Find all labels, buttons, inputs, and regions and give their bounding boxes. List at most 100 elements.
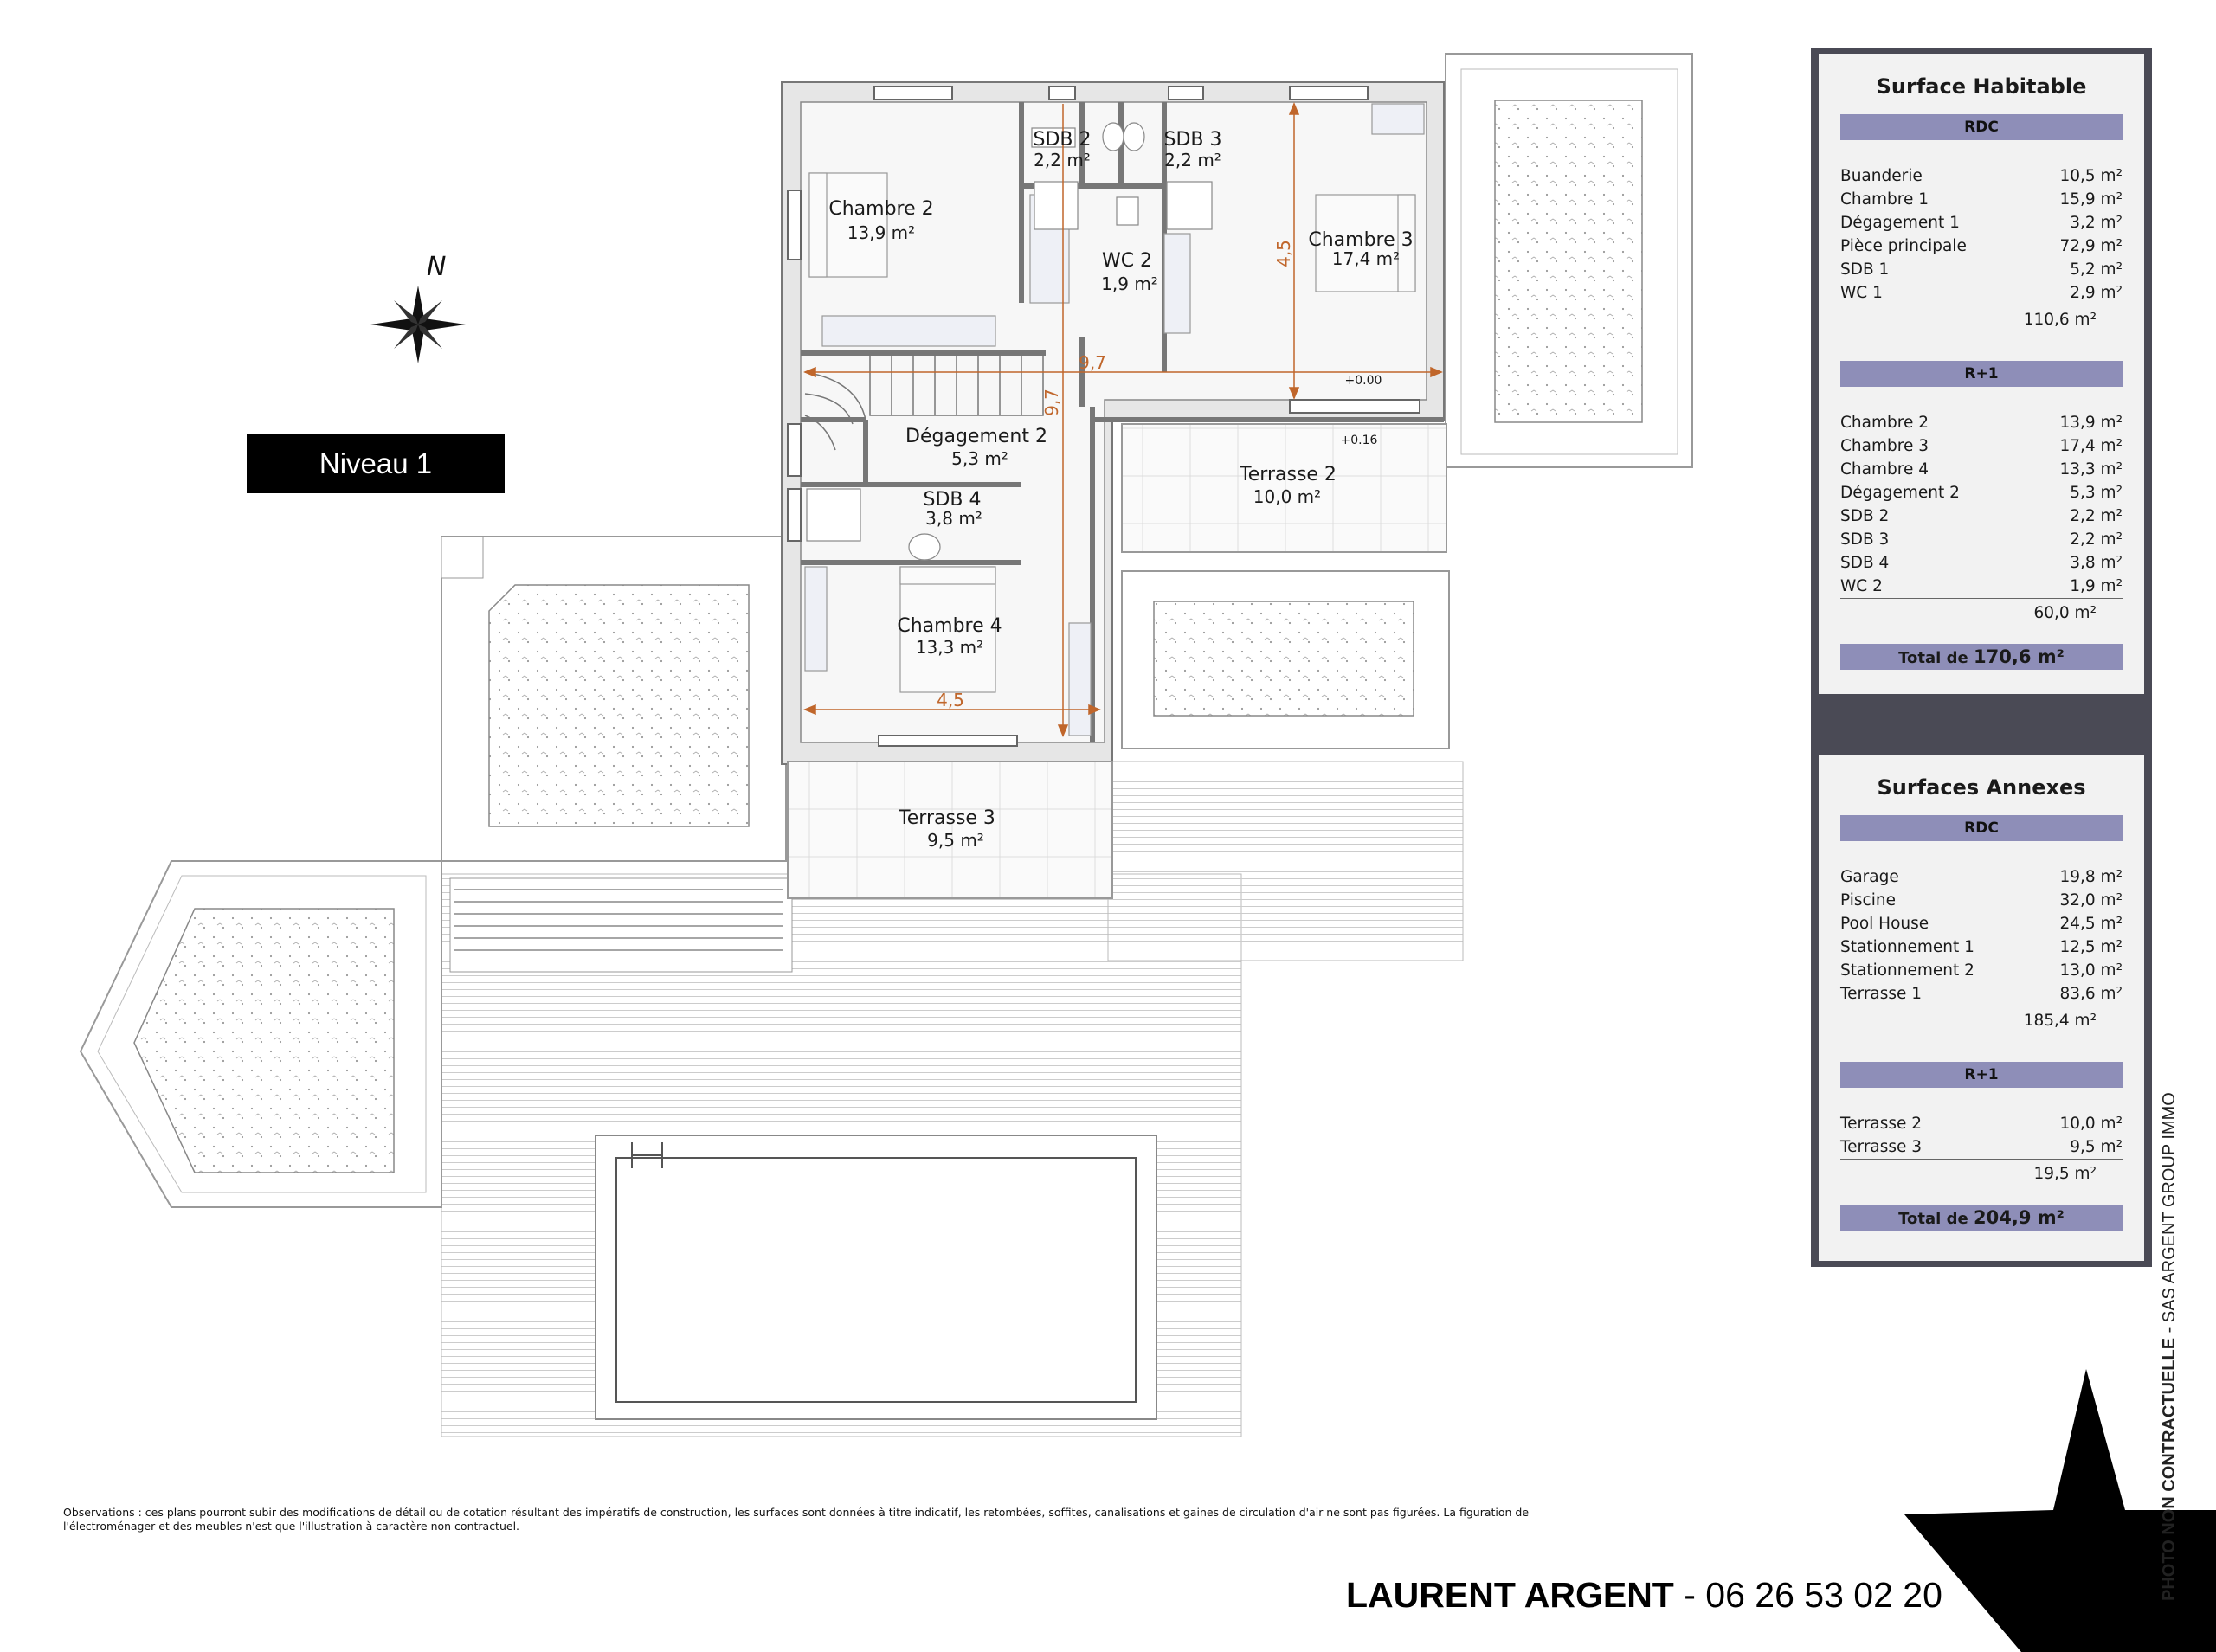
total-bar: Total de 170,6 m² (1840, 644, 2123, 670)
rdc-subtotal: 110,6 m² (1840, 305, 2123, 335)
band-r1: R+1 (1840, 361, 2123, 387)
green-roof-middle (441, 536, 787, 862)
room-area: 17,4 m² (1332, 248, 1400, 269)
list-item: Piscine 32,0 m² (1840, 889, 2123, 912)
item-area: 2,9 m² (2070, 284, 2123, 302)
list-item: Garage 19,8 m² (1840, 865, 2123, 889)
item-area: 15,9 m² (2059, 190, 2123, 209)
list-item: SDB 1 5,2 m² (1840, 258, 2123, 281)
room-name: Chambre 3 (1308, 229, 1413, 251)
total-label: Total de (1898, 1210, 1968, 1228)
item-area: 19,8 m² (2059, 868, 2123, 886)
list-item: Terrasse 2 10,0 m² (1840, 1112, 2123, 1135)
room-area: 10,0 m² (1253, 486, 1321, 507)
item-area: 5,3 m² (2070, 484, 2123, 502)
observations-note: Observations : ces plans pourront subir … (63, 1506, 1530, 1533)
item-name: Chambre 1 (1840, 190, 1929, 209)
contact-name: LAURENT ARGENT (1346, 1575, 1674, 1615)
item-name: Chambre 2 (1840, 414, 1929, 432)
list-item: Chambre 2 13,9 m² (1840, 411, 2123, 434)
room-area: 9,5 m² (927, 830, 984, 851)
room-name: Terrasse 3 (898, 807, 995, 829)
item-name: Stationnement 1 (1840, 938, 1974, 956)
disclaimer-bold: PHOTO NON CONTRACTUELLE (2160, 1337, 2179, 1601)
item-name: Piscine (1840, 891, 1896, 910)
disclaimer-rest: - SAS ARGENT GROUP IMMO (2160, 1092, 2179, 1338)
total-bar: Total de 204,9 m² (1840, 1205, 2123, 1231)
item-name: Terrasse 2 (1840, 1115, 1923, 1133)
band-rdc: RDC (1840, 815, 2123, 841)
green-roof-right (1121, 570, 1450, 749)
list-item: Buanderie 10,5 m² (1840, 164, 2123, 188)
disclaimer: PHOTO NON CONTRACTUELLE - SAS ARGENT GRO… (2160, 1092, 2180, 1601)
level-label: Niveau 1 (247, 434, 505, 493)
item-area: 13,9 m² (2059, 414, 2123, 432)
room-area: 13,3 m² (916, 637, 983, 658)
room-area: 2,2 m² (1164, 150, 1221, 170)
r1-subtotal: 60,0 m² (1840, 598, 2123, 628)
room-area: 1,9 m² (1101, 273, 1158, 294)
item-area: 10,0 m² (2059, 1115, 2123, 1133)
room-area: 13,9 m² (847, 222, 915, 243)
list-item: SDB 4 3,8 m² (1840, 551, 2123, 575)
item-area: 72,9 m² (2059, 237, 2123, 255)
item-area: 83,6 m² (2059, 985, 2123, 1003)
item-name: Buanderie (1840, 167, 1923, 185)
item-area: 32,0 m² (2059, 891, 2123, 910)
room-name: WC 2 (1102, 250, 1152, 272)
list-item: Chambre 1 15,9 m² (1840, 188, 2123, 211)
item-area: 10,5 m² (2059, 167, 2123, 185)
item-area: 17,4 m² (2059, 437, 2123, 455)
band-rdc: RDC (1840, 114, 2123, 140)
item-name: Chambre 4 (1840, 460, 1929, 479)
item-name: Terrasse 3 (1840, 1138, 1923, 1156)
item-name: Garage (1840, 868, 1899, 886)
panel-title: Surfaces Annexes (1877, 775, 2086, 800)
pool (595, 1135, 1157, 1420)
green-roof-left (79, 860, 442, 1208)
item-area: 13,3 m² (2059, 460, 2123, 479)
green-roof-top-right (1445, 53, 1693, 468)
room-name: Dégagement 2 (905, 426, 1047, 447)
item-name: SDB 4 (1840, 554, 1890, 572)
room-name: Chambre 2 (828, 198, 933, 220)
item-name: SDB 3 (1840, 530, 1890, 549)
dimension-height-left: 9,7 (1041, 389, 1062, 416)
total-label: Total de (1898, 649, 1968, 667)
item-name: SDB 2 (1840, 507, 1890, 525)
r1-list: Terrasse 2 10,0 m² Terrasse 3 9,5 m² (1840, 1112, 2123, 1159)
contact-phone: 06 26 53 02 20 (1705, 1575, 1942, 1615)
dimension-lines (803, 102, 1443, 737)
item-name: Dégagement 1 (1840, 214, 1960, 232)
item-area: 2,2 m² (2070, 507, 2123, 525)
item-name: Terrasse 1 (1840, 985, 1923, 1003)
building (781, 81, 1445, 765)
north-label: N (427, 252, 446, 282)
room-name: SDB 3 (1164, 129, 1222, 151)
dimension-labels: 9,7 9,7 4,5 4,5 +0.00 +0.16 (937, 240, 1382, 710)
item-name: SDB 1 (1840, 260, 1890, 279)
list-item: Chambre 4 13,3 m² (1840, 458, 2123, 481)
item-name: Chambre 3 (1840, 437, 1929, 455)
contact-separator: - (1673, 1575, 1706, 1615)
terrasse-2-floor (1121, 423, 1447, 553)
item-area: 9,5 m² (2070, 1138, 2123, 1156)
r1-subtotal: 19,5 m² (1840, 1159, 2123, 1189)
dimension-height-right: 4,5 (1273, 240, 1294, 267)
dimension-width-top: 9,7 (1079, 352, 1106, 373)
compass-rose-icon: N (370, 252, 466, 363)
list-item: SDB 2 2,2 m² (1840, 505, 2123, 528)
item-name: Stationnement 2 (1840, 961, 1974, 980)
item-area: 3,8 m² (2070, 554, 2123, 572)
panel-title: Surface Habitable (1876, 74, 2087, 99)
item-area: 5,2 m² (2070, 260, 2123, 279)
